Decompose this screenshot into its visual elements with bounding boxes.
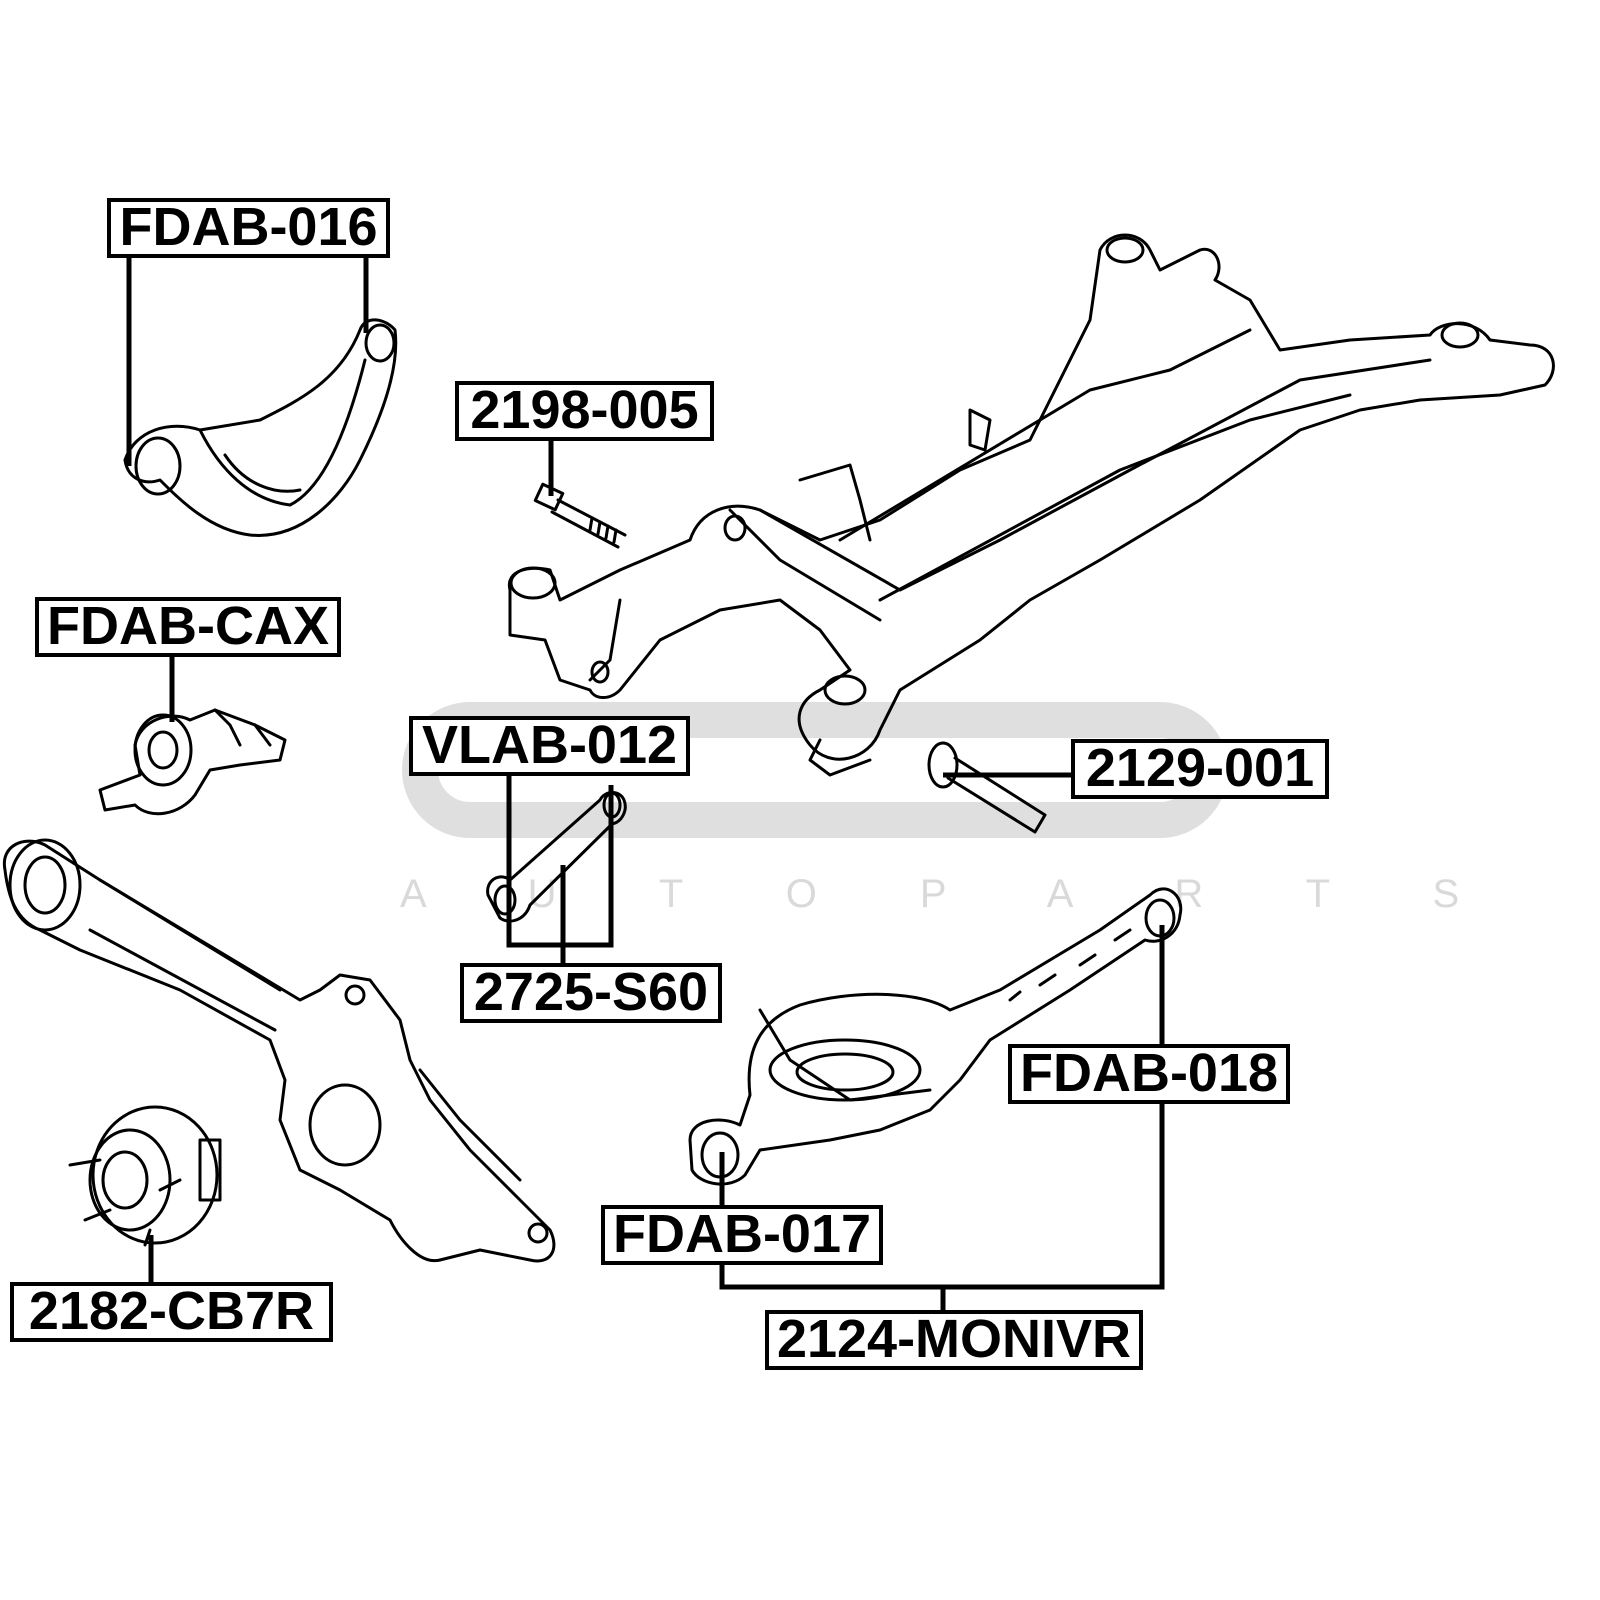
knuckle-drawing: [2, 838, 556, 1263]
label-2182-cb7r[interactable]: 2182-CB7R: [10, 1282, 333, 1342]
bracket-bushing-drawing: [98, 708, 287, 816]
lower-arm-drawing: [688, 887, 1183, 1186]
label-fdab-017[interactable]: FDAB-017: [601, 1205, 883, 1265]
upper-arm-drawing: [123, 318, 398, 537]
label-fdab-018[interactable]: FDAB-018: [1008, 1044, 1290, 1104]
bolt-2129-drawing: [927, 741, 1047, 834]
label-fdab-016[interactable]: FDAB-016: [107, 198, 390, 258]
label-2725-s60[interactable]: 2725-S60: [460, 963, 722, 1023]
subframe-drawing: [507, 233, 1555, 777]
hub-drawing: [68, 1105, 222, 1247]
label-2129-001[interactable]: 2129-001: [1071, 739, 1329, 799]
label-vlab-012[interactable]: VLAB-012: [409, 716, 690, 776]
label-2198-005[interactable]: 2198-005: [455, 381, 714, 441]
watermark-tagline: A U T O P A R T S: [400, 872, 1506, 916]
label-2124-monivr[interactable]: 2124-MONIVR: [765, 1310, 1143, 1370]
label-fdab-cax[interactable]: FDAB-CAX: [35, 597, 341, 657]
